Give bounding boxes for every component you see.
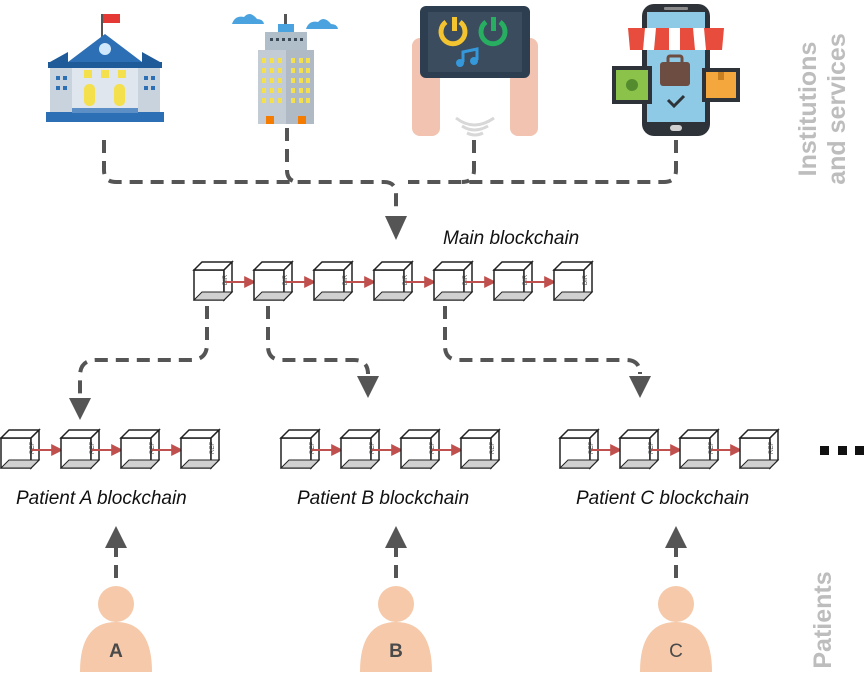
institutions-label-line1: Institutions (794, 41, 822, 177)
connector-patient-a (78, 306, 209, 396)
patient-c-avatar: C (640, 586, 712, 672)
block-label: REF (649, 442, 655, 454)
chain-block: REF (59, 428, 101, 470)
patient-c-arrowhead (629, 376, 651, 398)
connector-patient-c (443, 306, 642, 375)
chain-block: REF (179, 428, 221, 470)
more-chains-ellipsis (820, 446, 864, 456)
chain-block: REF (618, 428, 660, 470)
connector-shop (408, 140, 678, 184)
block-label: DIR (283, 274, 289, 285)
connector-patient-b (266, 306, 370, 375)
block-label: REF (90, 442, 96, 454)
patient-c-up-arrowhead (665, 526, 687, 548)
chain-block: DIR (252, 260, 294, 302)
patient-a-letter: A (109, 641, 123, 662)
chain-block: DIR (192, 260, 234, 302)
tablet-app-icon (412, 6, 538, 137)
patient-a-up-arrowhead (105, 526, 127, 548)
chain-block: DIR (372, 260, 414, 302)
patient-a-arrowhead (69, 398, 91, 420)
patient-b-blockchain-title: Patient B blockchain (297, 488, 470, 509)
block-label: DIR (463, 274, 469, 285)
chain-block: REF (339, 428, 381, 470)
institution-connectors (102, 128, 678, 212)
patient-a-blockchain: REF REF REF REF (0, 428, 221, 470)
patients-side-label: Patients (809, 571, 837, 669)
main-blockchain: DIR DIR DIR DIR DIR DIR DIR (192, 260, 594, 302)
patient-b-avatar: B (360, 586, 432, 672)
patient-b-letter: B (389, 641, 403, 662)
block-label: REF (490, 442, 496, 454)
institutions-label-line2: and services (823, 33, 851, 185)
main-blockchain-title: Main blockchain (443, 228, 580, 249)
main-chain-arrowhead (385, 216, 407, 240)
chain-block: DIR (552, 260, 594, 302)
connector-office (285, 128, 300, 184)
chain-block: REF (399, 428, 441, 470)
block-label: REF (589, 442, 595, 454)
block-label: REF (30, 442, 36, 454)
patient-c-letter: C (669, 641, 683, 662)
block-label: REF (769, 442, 775, 454)
block-label: DIR (343, 274, 349, 285)
patient-upload-connectors (114, 548, 678, 578)
connector-tablet (461, 140, 476, 184)
block-label: DIR (223, 274, 229, 285)
chain-block: REF (459, 428, 501, 470)
patient-b-arrowhead (357, 376, 379, 398)
connector-school (102, 140, 398, 212)
patient-c-blockchain: REF REF REF REF (558, 428, 780, 470)
chain-block: REF (0, 428, 41, 470)
patient-c-blockchain-title: Patient C blockchain (576, 488, 750, 509)
patient-a-avatar: A (80, 586, 152, 672)
office-building-icon (232, 13, 338, 124)
patient-a-blockchain-title: Patient A blockchain (16, 488, 187, 509)
block-label: DIR (523, 274, 529, 285)
block-label: REF (210, 442, 216, 454)
block-label: REF (370, 442, 376, 454)
institutions-side-label: Institutions and services (794, 24, 852, 194)
chain-block: REF (279, 428, 321, 470)
online-shop-icon (612, 4, 740, 136)
block-label: REF (150, 442, 156, 454)
patient-b-blockchain: REF REF REF REF (279, 428, 501, 470)
chain-block: REF (738, 428, 780, 470)
school-icon (46, 14, 164, 122)
block-label: REF (310, 442, 316, 454)
chain-block: DIR (312, 260, 354, 302)
block-label: REF (430, 442, 436, 454)
block-label: DIR (403, 274, 409, 285)
block-label: REF (709, 442, 715, 454)
chain-block: REF (678, 428, 720, 470)
block-label: DIR (583, 274, 589, 285)
patient-connectors (78, 306, 642, 396)
chain-block: DIR (492, 260, 534, 302)
patient-b-up-arrowhead (385, 526, 407, 548)
